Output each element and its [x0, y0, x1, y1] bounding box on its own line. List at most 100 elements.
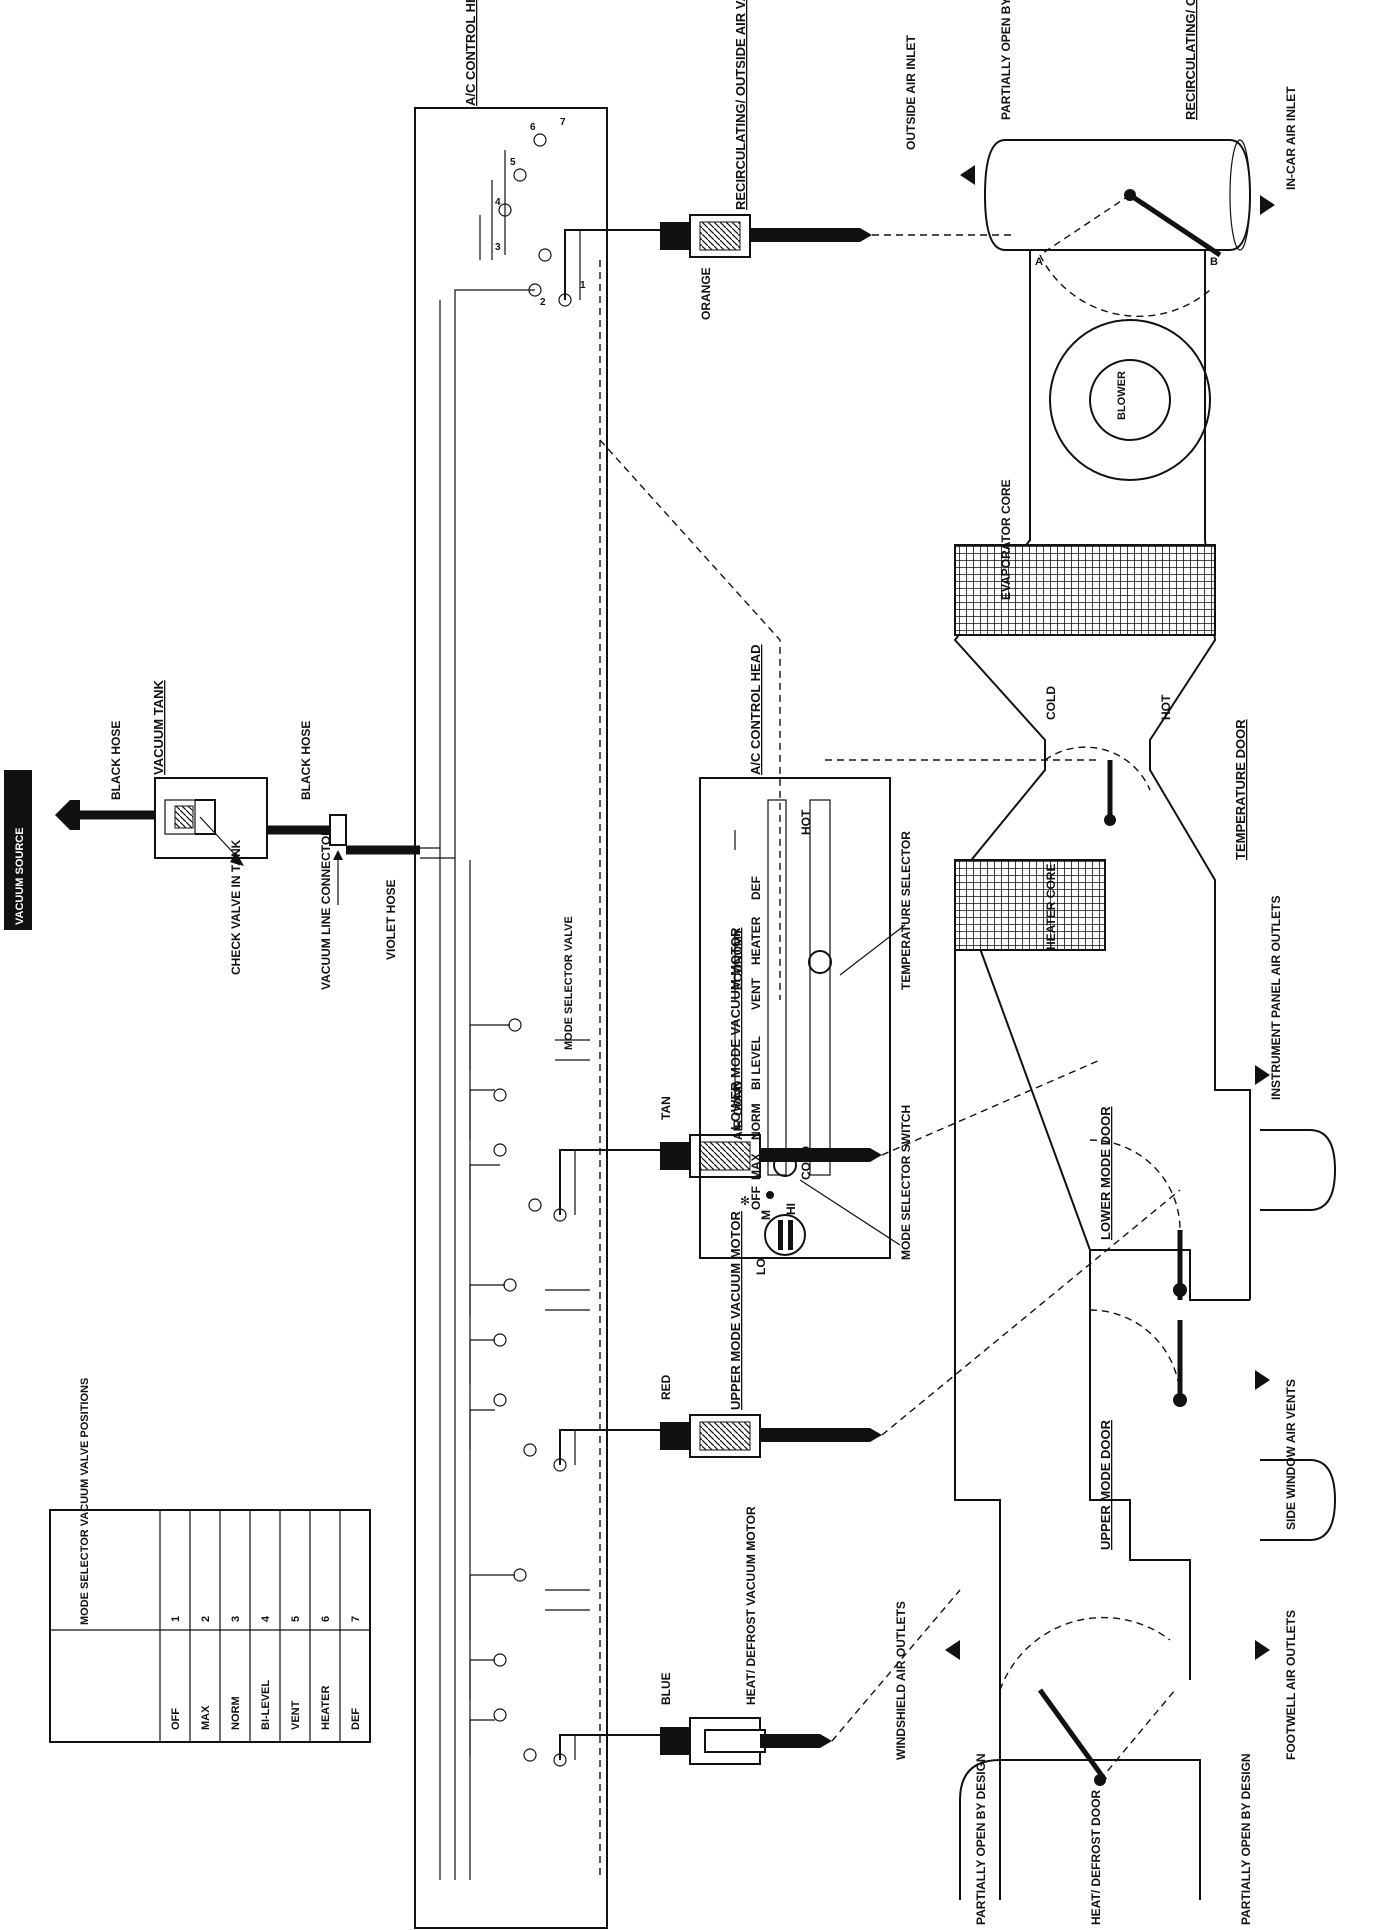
in-car-air-inlet-label: IN-CAR AIR INLET — [1284, 86, 1298, 190]
evaporator-core-label: EVAPORATOR CORE — [999, 479, 1013, 600]
panel-m-label: M — [759, 1210, 773, 1220]
mode-selector-valve-label: MODE SELECTOR VALVE — [563, 916, 575, 1050]
footwell-outlets-label: FOOTWELL AIR OUTLETS — [1284, 1610, 1298, 1760]
legend-row-name: BI-LEVEL — [260, 1680, 272, 1730]
heat-defrost-door — [999, 1616, 1176, 1786]
legend-title: MODE SELECTOR VACUUM VALVE POSITIONS — [79, 1378, 91, 1625]
vacuum-source-label: VACUUM SOURCE — [14, 827, 26, 925]
ac-control-head-top-title: A/C CONTROL HEAD — [463, 0, 478, 106]
violet-hose-label: VIOLET HOSE — [384, 879, 398, 960]
vacuum-line-connector — [329, 814, 347, 905]
legend-row-name: OFF — [170, 1708, 182, 1730]
black-hose-label-2: BLACK HOSE — [299, 721, 313, 800]
lower-mode-door — [1089, 1139, 1187, 1300]
outside-air-inlet-label: OUTSIDE AIR INLET — [904, 34, 918, 150]
svg-text:6: 6 — [530, 122, 536, 133]
heat-defrost-door-label: HEAT/ DEFROST DOOR — [1089, 1790, 1103, 1925]
panel-bi-level-label: BI LEVEL — [749, 1036, 763, 1090]
vacuum-tank — [154, 777, 268, 866]
recirc-outside-air-door — [1039, 189, 1222, 317]
heater-core-label: HEATER CORE — [1044, 864, 1058, 950]
temperature-door — [1044, 746, 1151, 826]
cold-label: COLD — [1044, 686, 1058, 720]
ac-control-head-panel-title: A/C CONTROL HEAD — [748, 645, 763, 775]
panel-off-label: OFF — [749, 1186, 763, 1210]
check-valve-label: CHECK VALVE IN TANK — [229, 839, 243, 975]
legend-row-number: 2 — [200, 1616, 212, 1622]
upper-mode-door — [1089, 1309, 1187, 1407]
panel-heater-label: HEATER — [749, 916, 763, 965]
svg-text:3: 3 — [495, 242, 501, 253]
panel-max-label: MAX — [749, 1153, 763, 1180]
panel-hi-label: HI — [784, 1203, 798, 1215]
port-group-recirc — [454, 133, 660, 307]
svg-text:1: 1 — [580, 280, 586, 291]
legend-row-number: 3 — [230, 1616, 242, 1622]
panel-air-cond-label: AIR COND — [731, 1080, 745, 1140]
heat-defrost-vacuum-motor — [660, 1717, 832, 1765]
port-group-upper — [469, 1278, 660, 1472]
legend-row-number: 4 — [260, 1615, 272, 1622]
panel-cold-label: COLD — [799, 1146, 813, 1180]
vacuum-tank-title: VACUUM TANK — [151, 680, 166, 775]
legend-row-number: 6 — [320, 1616, 332, 1622]
legend-row-number: 7 — [350, 1616, 362, 1622]
blower-label: BLOWER — [1116, 371, 1128, 420]
recirc-motor-label: RECIRCULATING/ OUTSIDE AIR VACUUM MOTOR — [733, 0, 748, 210]
panel-economy-label: ECONOMY — [731, 928, 745, 990]
temperature-selector-label: TEMPERATURE SELECTOR — [899, 831, 913, 990]
orange-hose-label: ORANGE — [699, 267, 713, 320]
legend-row-number: 1 — [170, 1616, 182, 1622]
panel-vent-label: VENT — [749, 977, 763, 1010]
panel-def-label: DEF — [749, 876, 763, 900]
fan-icon: ✻ — [740, 1194, 750, 1208]
vacuum-line-connector-label: VACUUM LINE CONNECTOR — [319, 827, 333, 990]
legend-row-name: HEATER — [320, 1686, 332, 1730]
upper-mode-motor-label: UPPER MODE VACUUM MOTOR — [728, 1211, 743, 1410]
svg-text:2: 2 — [540, 297, 546, 308]
mode-selector-switch-label: MODE SELECTOR SWITCH — [899, 1105, 913, 1260]
recirc-door-label: RECIRCULATING/ OUTSIDE AIR DOOR — [1183, 0, 1198, 120]
black-hose-label-1: BLACK HOSE — [109, 721, 123, 800]
lower-mode-vacuum-motor — [660, 1134, 882, 1178]
upper-mode-vacuum-motor — [660, 1414, 882, 1458]
legend-row-name: NORM — [230, 1696, 242, 1730]
panel-norm-label: NORM — [749, 1103, 763, 1140]
legend-row-number: 5 — [290, 1616, 302, 1622]
windshield-outlets-label: WINDSHIELD AIR OUTLETS — [894, 1601, 908, 1760]
legend-row-name: MAX — [200, 1705, 212, 1730]
recirc-vacuum-motor — [660, 214, 872, 258]
port-group-heat-defrost — [469, 1568, 660, 1767]
panel-hot-label: HOT — [799, 809, 813, 835]
air-duct-housing — [953, 139, 1337, 1900]
partially-open-top-label: PARTIALLY OPEN BY DESIGN — [999, 0, 1013, 120]
mode-selector-valve — [414, 107, 608, 1929]
partially-open-left-label: PARTIALLY OPEN BY DESIGN — [974, 1753, 988, 1925]
instrument-panel-outlets-label: INSTRUMENT PANEL AIR OUTLETS — [1269, 896, 1283, 1100]
port-group-lower — [469, 1018, 660, 1222]
upper-mode-door-label: UPPER MODE DOOR — [1098, 1419, 1113, 1550]
hot-label: HOT — [1159, 694, 1173, 720]
blue-hose-label: BLUE — [659, 1672, 673, 1705]
lower-mode-door-label: LOWER MODE DOOR — [1098, 1106, 1113, 1240]
flow-arrows — [945, 165, 1275, 1660]
port-numbers: 1 2 3 4 5 6 7 — [495, 117, 586, 308]
temperature-door-label: TEMPERATURE DOOR — [1233, 719, 1248, 860]
svg-text:5: 5 — [510, 157, 516, 168]
vacuum-source: VACUUM SOURCE — [4, 770, 80, 930]
legend-row-name: DEF — [350, 1708, 362, 1730]
heat-defrost-motor-label: HEAT/ DEFROST VACUUM MOTOR — [744, 1506, 758, 1705]
panel-lo-label: LO — [754, 1258, 768, 1275]
partially-open-right-label: PARTIALLY OPEN BY DESIGN — [1239, 1753, 1253, 1925]
door-a-label: A — [1035, 256, 1043, 268]
door-b-label: B — [1210, 256, 1218, 268]
svg-text:4: 4 — [495, 197, 501, 208]
svg-text:7: 7 — [560, 117, 566, 128]
red-hose-label: RED — [659, 1374, 673, 1400]
legend-row-name: VENT — [290, 1700, 302, 1730]
side-window-vents-label: SIDE WINDOW AIR VENTS — [1284, 1379, 1298, 1530]
tan-hose-label: TAN — [659, 1096, 673, 1120]
ac-control-head-panel — [699, 777, 906, 1259]
